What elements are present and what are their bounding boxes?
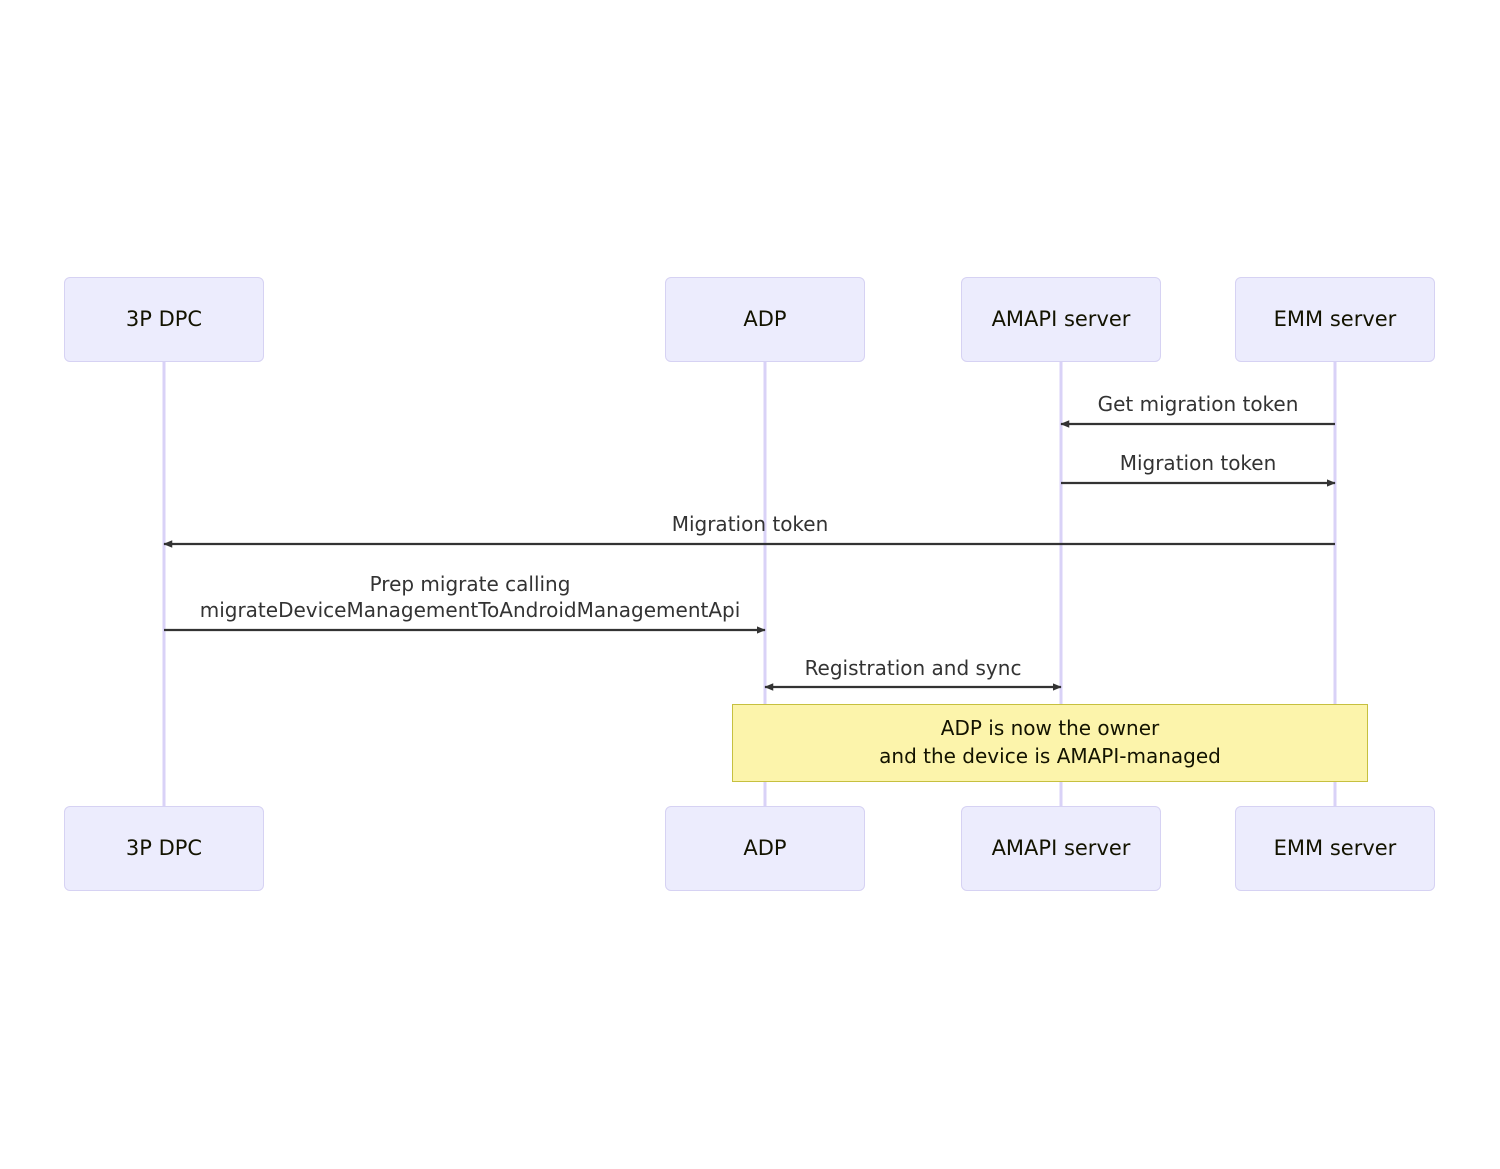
participant-box-adp-bottom[interactable]: ADP (665, 806, 865, 891)
participant-box-dpc-bottom[interactable]: 3P DPC (64, 806, 264, 891)
participant-box-adp-top[interactable]: ADP (665, 277, 865, 362)
participant-box-amapi-top[interactable]: AMAPI server (961, 277, 1161, 362)
participant-label-emm: EMM server (1273, 306, 1397, 331)
participant-label-emm: EMM server (1273, 835, 1397, 860)
message-label-m2: Migration token (1119, 451, 1277, 475)
participant-label-dpc: 3P DPC (125, 306, 203, 331)
participant-label-amapi: AMAPI server (991, 835, 1131, 860)
message-label-m3: Migration token (671, 512, 829, 536)
note-n1: ADP is now the owner and the device is A… (732, 704, 1368, 782)
participant-label-amapi: AMAPI server (991, 306, 1131, 331)
participant-box-emm-top[interactable]: EMM server (1235, 277, 1435, 362)
participant-box-dpc-top[interactable]: 3P DPC (64, 277, 264, 362)
participant-box-amapi-bottom[interactable]: AMAPI server (961, 806, 1161, 891)
message-label-m4: Prep migrate calling migrateDeviceManage… (199, 572, 741, 622)
message-label-m1: Get migration token (1097, 392, 1299, 416)
participant-label-adp: ADP (743, 835, 787, 860)
participant-label-dpc: 3P DPC (125, 835, 203, 860)
participant-label-adp: ADP (743, 306, 787, 331)
participant-box-emm-bottom[interactable]: EMM server (1235, 806, 1435, 891)
message-arrows-group (163, 420, 1336, 691)
message-label-m5: Registration and sync (804, 656, 1022, 680)
